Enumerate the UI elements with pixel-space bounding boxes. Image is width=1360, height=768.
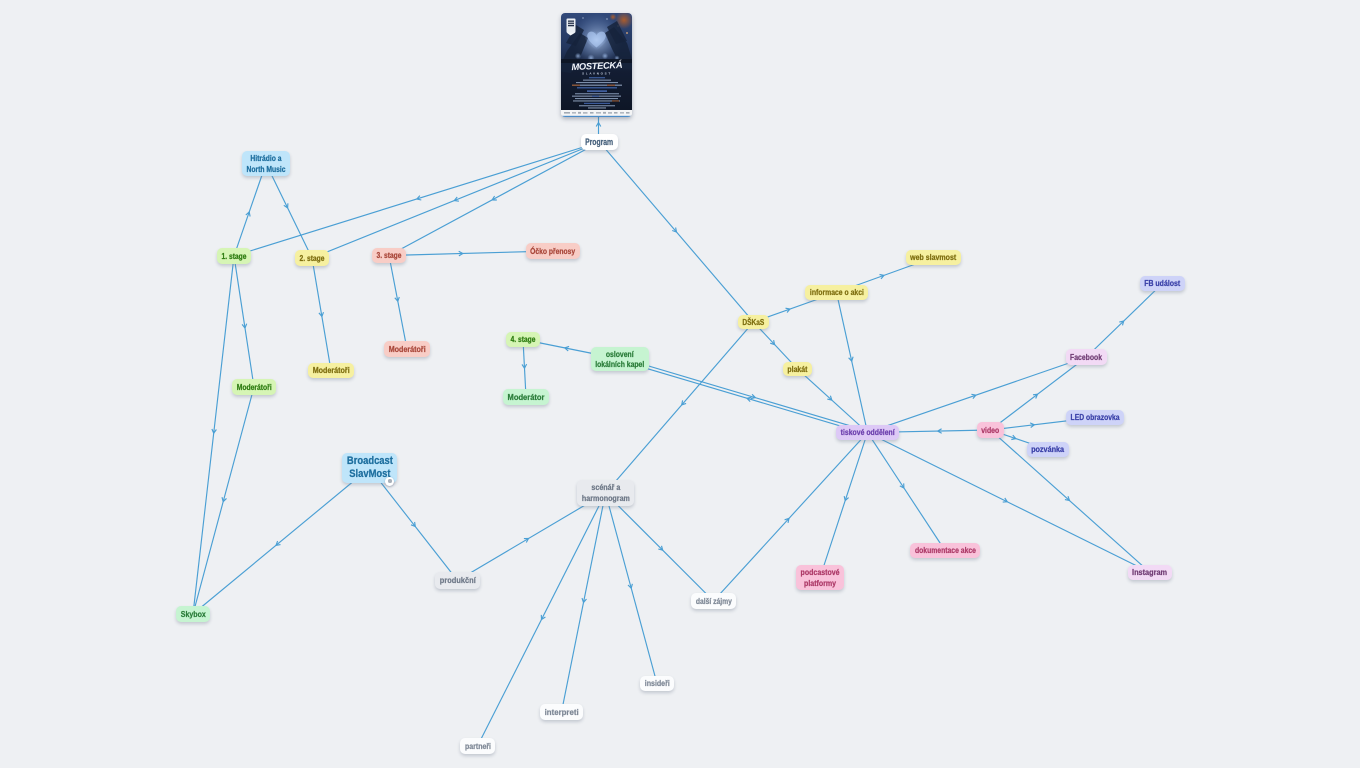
svg-text:MOSTECKÁ: MOSTECKÁ <box>571 60 623 72</box>
svg-text:SLAVNOST: SLAVNOST <box>582 72 612 76</box>
